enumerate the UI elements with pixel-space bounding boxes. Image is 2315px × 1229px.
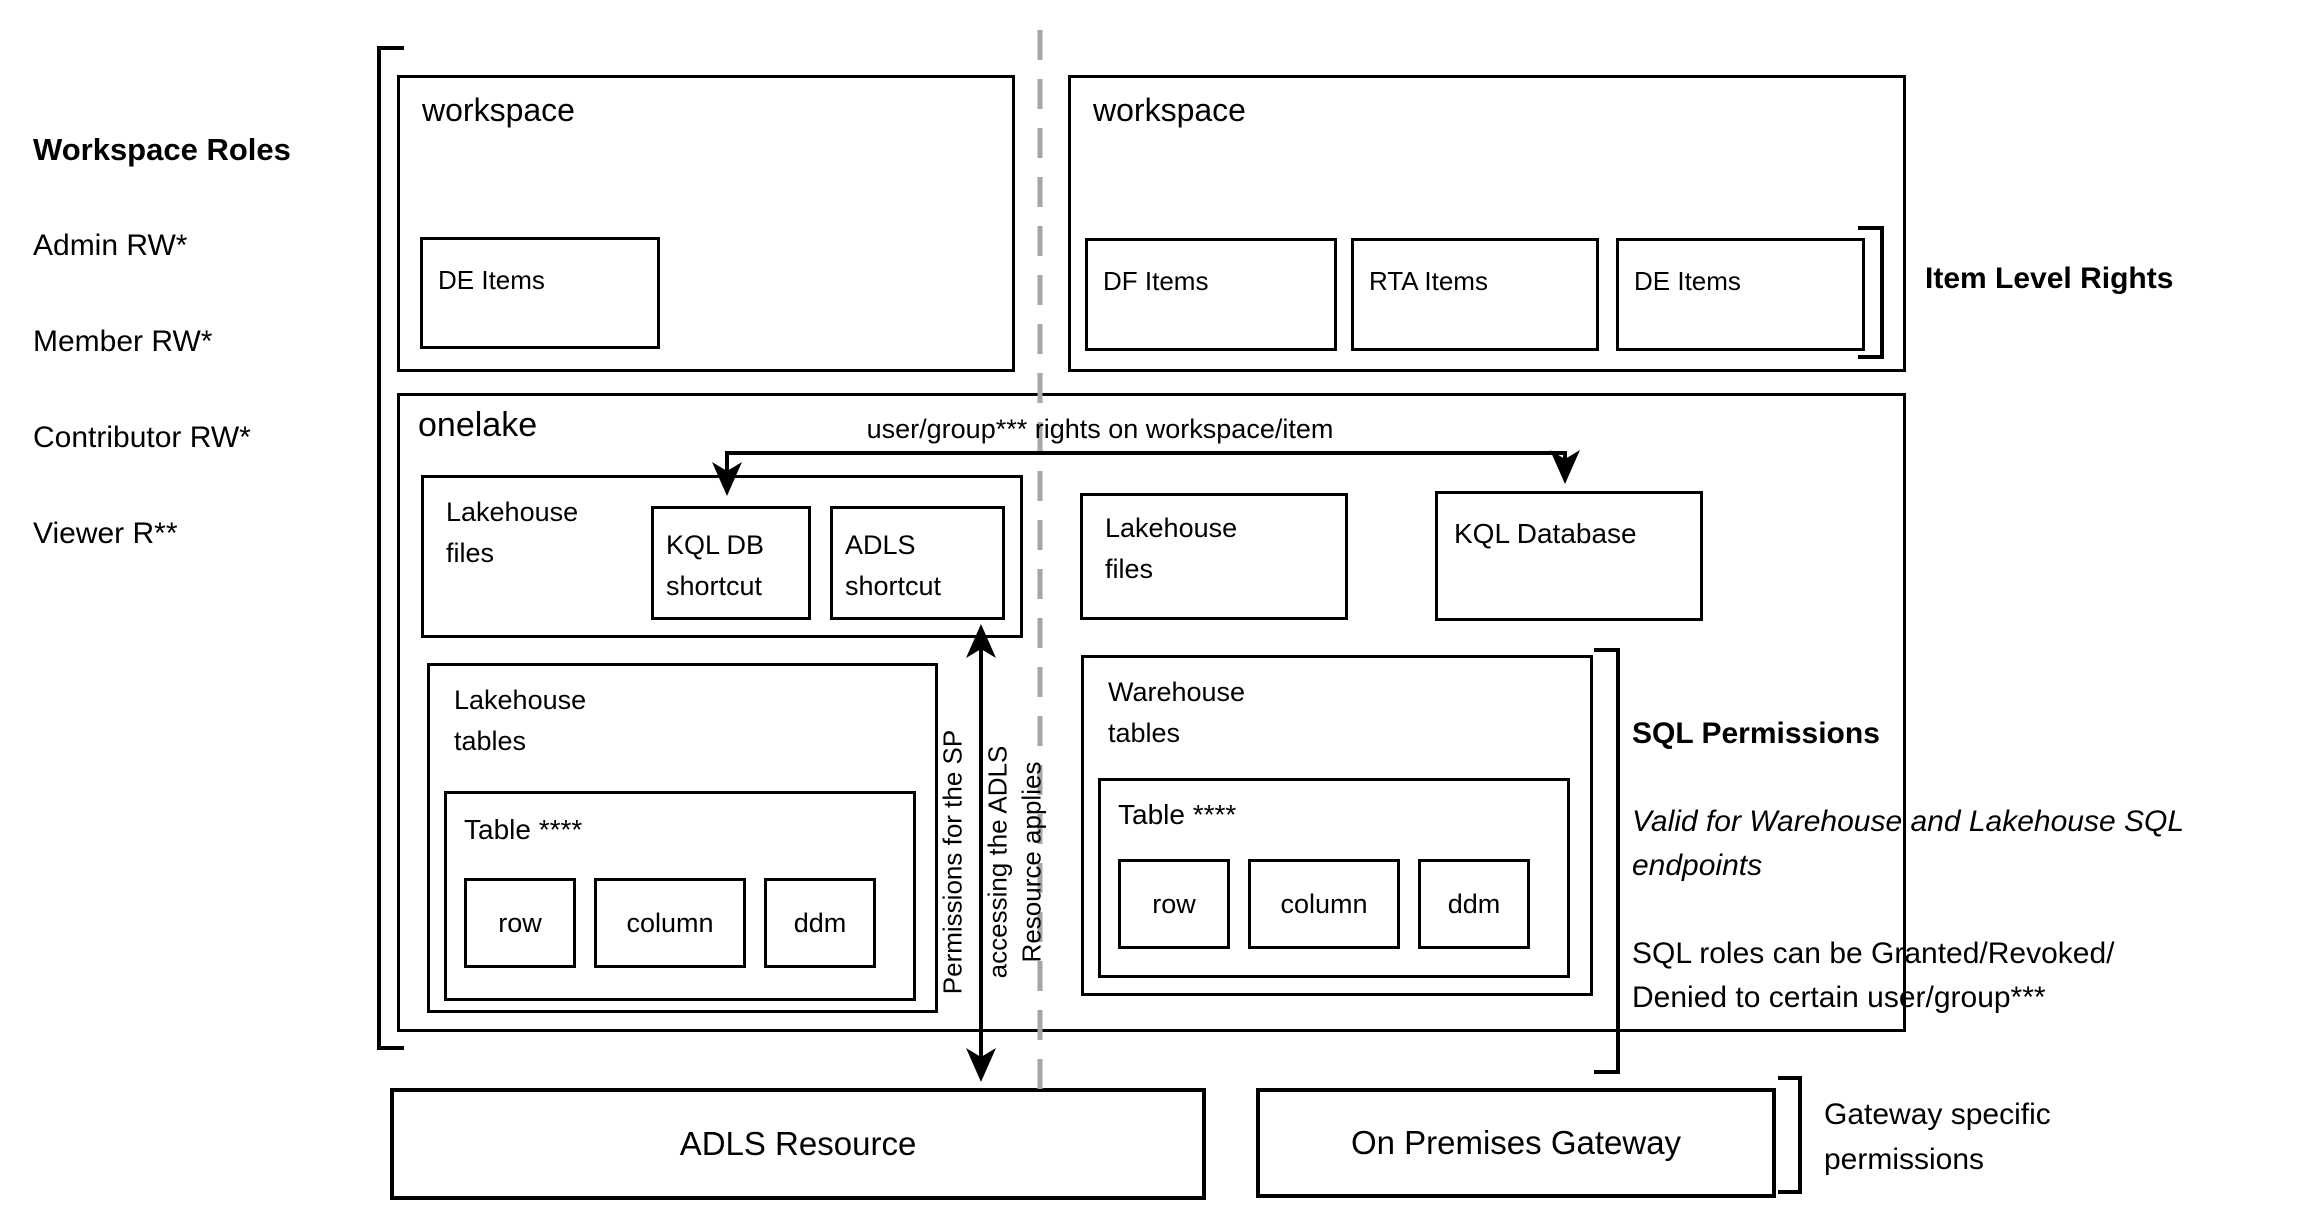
warehouse-ddm-label: ddm — [1447, 888, 1501, 919]
sql-permissions-note: SQL Permissions Valid for Warehouse and … — [1632, 668, 2315, 1064]
lakehouse-table-box: Table **** row column ddm — [444, 791, 916, 1001]
workspace-right-box: workspace DF Items RTA Items DE Items — [1068, 75, 1906, 372]
lakehouse-tables-label: Lakehouse tables — [454, 685, 587, 756]
warehouse-column-box: column — [1248, 859, 1400, 949]
adls-shortcut-label: ADLS shortcut — [845, 530, 942, 601]
lakehouse-files-left-label: Lakehouse files — [446, 497, 579, 568]
warehouse-table-box: Table **** row column ddm — [1098, 778, 1570, 978]
warehouse-table-label: Table **** — [1118, 799, 1237, 830]
gateway-permissions-bracket — [1778, 1076, 1802, 1194]
adls-shortcut-box: ADLS shortcut — [830, 506, 1005, 620]
sp-permissions-note-line2: accessing the ADLS — [982, 745, 1013, 979]
onelake-title: onelake — [418, 406, 538, 444]
warehouse-ddm-box: ddm — [1418, 859, 1530, 949]
on-premises-gateway-label: On Premises Gateway — [1350, 1124, 1682, 1161]
sp-permissions-note-line3: Resource applies — [1016, 761, 1047, 963]
warehouse-tables-box: Warehouse tables Table **** row column d… — [1081, 655, 1593, 996]
df-items-label: DF Items — [1103, 266, 1209, 296]
lakehouse-files-left-box: Lakehouse files KQL DB shortcut ADLS sho… — [421, 475, 1023, 638]
de-items-right-box: DE Items — [1616, 238, 1865, 351]
workspace-left-title: workspace — [422, 92, 575, 128]
kql-database-box: KQL Database — [1435, 491, 1703, 621]
lakehouse-files-right-box: Lakehouse files — [1080, 493, 1348, 620]
lakehouse-column-box: column — [594, 878, 746, 968]
lakehouse-column-label: column — [626, 907, 714, 938]
legend-role-viewer: Viewer R** — [33, 517, 178, 550]
adls-resource-label: ADLS Resource — [679, 1125, 917, 1162]
lakehouse-ddm-label: ddm — [793, 907, 847, 938]
legend-role-member: Member RW* — [33, 325, 213, 358]
workspace-left-box: workspace DE Items — [397, 75, 1015, 372]
sql-permissions-title: SQL Permissions — [1632, 717, 1880, 750]
gateway-note-label: Gateway specific permissions — [1824, 1098, 2051, 1176]
kql-database-label: KQL Database — [1454, 518, 1637, 549]
lakehouse-tables-box: Lakehouse tables Table **** row column d… — [427, 663, 938, 1013]
sp-permissions-note-line1: Permissions for the SP — [937, 729, 968, 995]
warehouse-row-label: row — [1152, 888, 1196, 919]
adls-resource-box: ADLS Resource — [390, 1088, 1206, 1200]
item-level-rights-label: Item Level Rights — [1925, 262, 2174, 295]
workspace-roles-legend: Workspace Roles Admin RW* Member RW* Con… — [33, 78, 291, 606]
de-items-box: DE Items — [420, 237, 660, 349]
de-items-label: DE Items — [438, 265, 545, 295]
df-items-box: DF Items — [1085, 238, 1337, 351]
rta-items-box: RTA Items — [1351, 238, 1599, 351]
legend-role-admin: Admin RW* — [33, 229, 188, 262]
de-items-right-label: DE Items — [1634, 266, 1741, 296]
on-premises-gateway-box: On Premises Gateway — [1256, 1088, 1776, 1198]
onelake-box: onelake Lakehouse files KQL DB shortcut … — [397, 393, 1906, 1032]
user-rights-connector-label: user/group*** rights on workspace/item — [866, 414, 1334, 444]
workspace-right-title: workspace — [1093, 92, 1246, 128]
lakehouse-row-box: row — [464, 878, 576, 968]
kql-db-shortcut-label: KQL DB shortcut — [666, 530, 765, 601]
legend-title: Workspace Roles — [33, 132, 291, 167]
warehouse-column-label: column — [1280, 888, 1368, 919]
lakehouse-row-label: row — [498, 907, 542, 938]
lakehouse-files-right-label: Lakehouse files — [1105, 513, 1238, 584]
lakehouse-ddm-box: ddm — [764, 878, 876, 968]
warehouse-tables-label: Warehouse tables — [1108, 677, 1246, 748]
lakehouse-table-label: Table **** — [464, 814, 583, 845]
rta-items-label: RTA Items — [1369, 266, 1488, 296]
legend-role-contributor: Contributor RW* — [33, 421, 251, 454]
sql-permissions-subtitle: Valid for Warehouse and Lakehouse SQL en… — [1632, 805, 2185, 882]
warehouse-row-box: row — [1118, 859, 1230, 949]
kql-db-shortcut-box: KQL DB shortcut — [651, 506, 811, 620]
sql-permissions-body: SQL roles can be Granted/Revoked/ Denied… — [1632, 937, 2115, 1014]
